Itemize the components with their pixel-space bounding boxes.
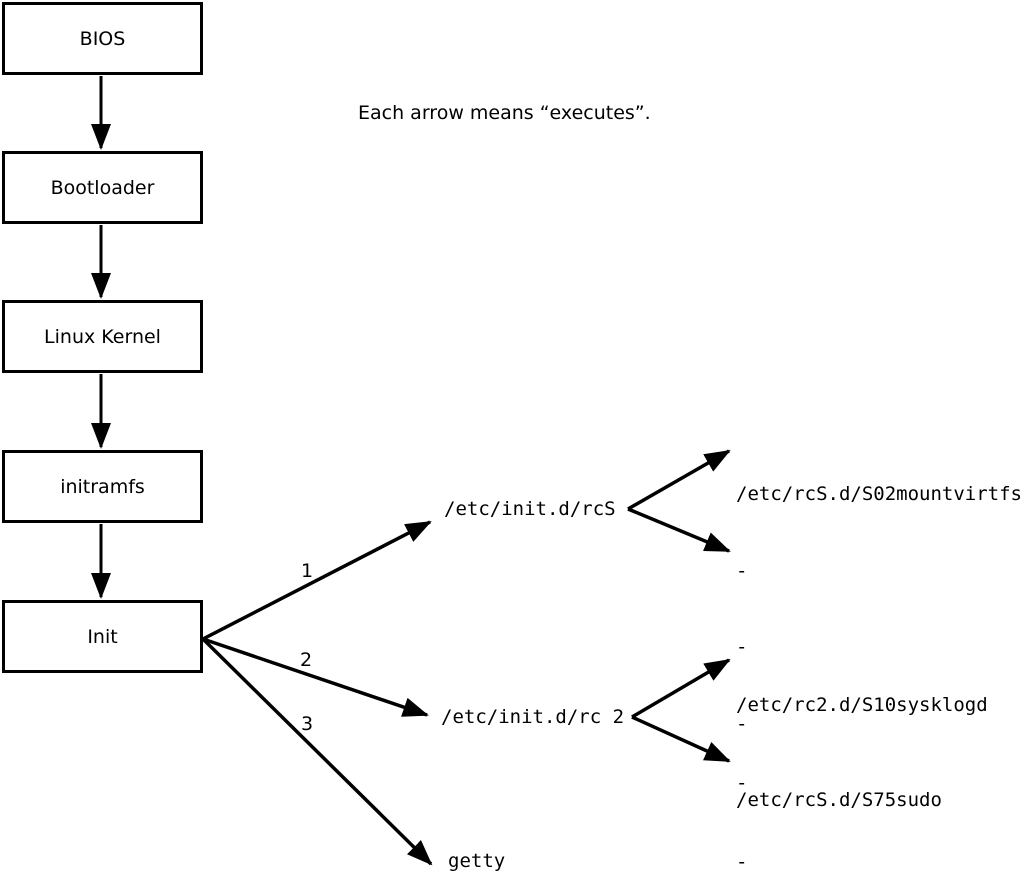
rc2-children-list: /etc/rc2.d/S10sysklogd - - - /etc/rc2.d/… xyxy=(736,639,988,875)
box-bootloader-label: Bootloader xyxy=(50,176,155,199)
box-initramfs-label: initramfs xyxy=(60,475,145,498)
rc2-child-first: /etc/rc2.d/S10sysklogd xyxy=(736,693,988,716)
box-linux-kernel-label: Linux Kernel xyxy=(44,325,161,348)
label-rcs-script: /etc/init.d/rcS xyxy=(444,498,616,520)
rcs-child-ellipsis: - xyxy=(736,559,748,582)
box-init: Init xyxy=(2,600,203,673)
arrow-rc2-to-first xyxy=(631,658,731,719)
box-initramfs: initramfs xyxy=(2,450,203,523)
rcs-children-list: /etc/rcS.d/S02mountvirtfs - - - /etc/rcS… xyxy=(736,431,1022,865)
arrow-rcs-to-first xyxy=(627,449,731,511)
branch-number-2: 2 xyxy=(300,649,313,671)
box-bootloader: Bootloader xyxy=(2,151,203,224)
box-init-label: Init xyxy=(87,625,118,648)
rcs-child-ellipsis: - xyxy=(736,636,748,658)
arrow-rc2-to-last xyxy=(631,715,731,763)
box-bios: BIOS xyxy=(2,2,203,75)
arrow-init-to-rc2 xyxy=(202,637,429,717)
rcs-child-last: /etc/rcS.d/S75sudo xyxy=(736,789,942,811)
label-getty: getty xyxy=(448,850,506,872)
branch-number-1: 1 xyxy=(301,560,314,582)
rc2-child-ellipsis: - xyxy=(736,772,748,795)
arrow-init-to-rcs xyxy=(202,520,432,641)
arrow-init-to-getty xyxy=(201,637,433,866)
box-linux-kernel: Linux Kernel xyxy=(2,300,203,373)
label-rc2-script: /etc/init.d/rc 2 xyxy=(441,706,625,728)
rcs-child-ellipsis: - xyxy=(736,712,748,735)
rcs-child-first: /etc/rcS.d/S02mountvirtfs xyxy=(736,483,1022,505)
rc2-child-ellipsis: - xyxy=(736,851,748,873)
diagram-legend-note: Each arrow means “executes”. xyxy=(358,102,651,124)
arrow-rcs-to-last xyxy=(627,507,731,553)
branch-number-3: 3 xyxy=(301,713,314,735)
box-bios-label: BIOS xyxy=(79,27,126,50)
